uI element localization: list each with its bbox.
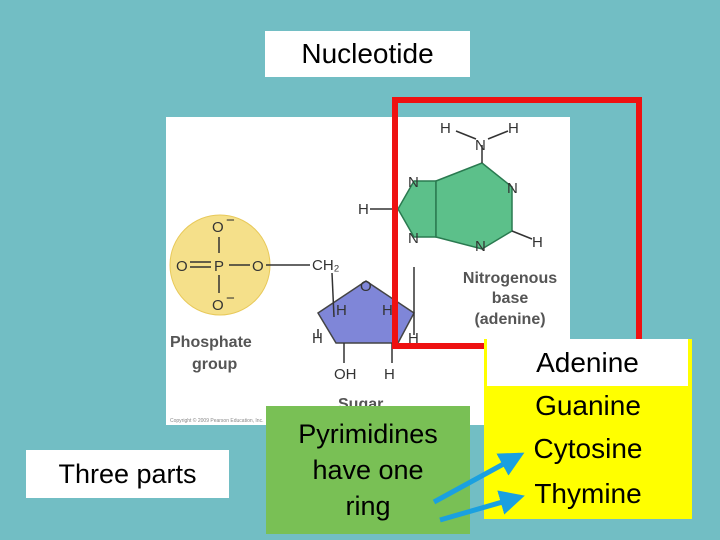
phosphate-label-line1: Phosphate bbox=[170, 334, 252, 351]
base-label-line3: (adenine) bbox=[474, 311, 545, 328]
base-cytosine: Cytosine bbox=[533, 433, 643, 464]
sugar-ch2: CH₂ bbox=[312, 257, 340, 274]
pyrimidines-box: Pyrimidines have one ring bbox=[266, 406, 470, 534]
three-parts-label: Three parts bbox=[58, 458, 197, 489]
phosphate-p: P bbox=[214, 258, 224, 275]
phosphate-o-right: O bbox=[252, 258, 264, 275]
sugar-h1: H bbox=[336, 302, 347, 319]
phosphate-o-bottom: O bbox=[212, 297, 224, 314]
pyrimidines-line2: have one bbox=[312, 455, 424, 485]
base-adenine: Adenine bbox=[536, 346, 639, 378]
pyrimidines-line1: Pyrimidines bbox=[298, 419, 438, 449]
base-h-top-left: H bbox=[440, 120, 451, 137]
arrow-to-cytosine bbox=[432, 452, 525, 505]
base-n9: N bbox=[408, 230, 419, 247]
base-label-line2: base bbox=[492, 290, 529, 307]
phosphate-label-line2: group bbox=[192, 356, 238, 373]
sugar-h3: H bbox=[312, 330, 323, 347]
base-h-top-right: H bbox=[508, 120, 519, 137]
base-thymine: Thymine bbox=[534, 478, 642, 509]
page-title: Nucleotide bbox=[301, 38, 434, 69]
nucleotide-structure-svg: O − O P O O − Phosphate group bbox=[169, 120, 557, 424]
phosphate-o-left: O bbox=[176, 258, 188, 275]
sugar-h2: H bbox=[382, 302, 393, 319]
base-h8: H bbox=[358, 201, 369, 218]
pyrimidines-line3: ring bbox=[345, 491, 391, 521]
base-guanine: Guanine bbox=[535, 390, 641, 421]
base-label-line1: Nitrogenous bbox=[463, 270, 557, 287]
base-five-ring bbox=[397, 180, 437, 238]
arrow-to-thymine bbox=[439, 490, 525, 523]
base-n7: N bbox=[408, 174, 419, 191]
base-n1: N bbox=[507, 180, 518, 197]
base-h2: H bbox=[532, 234, 543, 251]
sugar-h5: H bbox=[384, 366, 395, 383]
phosphate-minus-bottom: − bbox=[226, 290, 235, 307]
sugar-oh: OH bbox=[334, 366, 357, 383]
title-box: Nucleotide bbox=[265, 31, 470, 77]
phosphate-minus-top: − bbox=[226, 212, 235, 229]
sugar-o: O bbox=[360, 278, 372, 295]
base-n3: N bbox=[475, 238, 486, 255]
phosphate-o-top: O bbox=[212, 219, 224, 236]
three-parts-box: Three parts bbox=[26, 450, 229, 498]
figure-copyright: Copyright © 2009 Pearson Education, Inc. bbox=[170, 417, 263, 424]
adenine-box: Adenine bbox=[487, 339, 688, 386]
base-n-amino: N bbox=[475, 137, 486, 154]
sugar-ring bbox=[316, 280, 415, 344]
sugar-h4: H bbox=[408, 330, 419, 347]
